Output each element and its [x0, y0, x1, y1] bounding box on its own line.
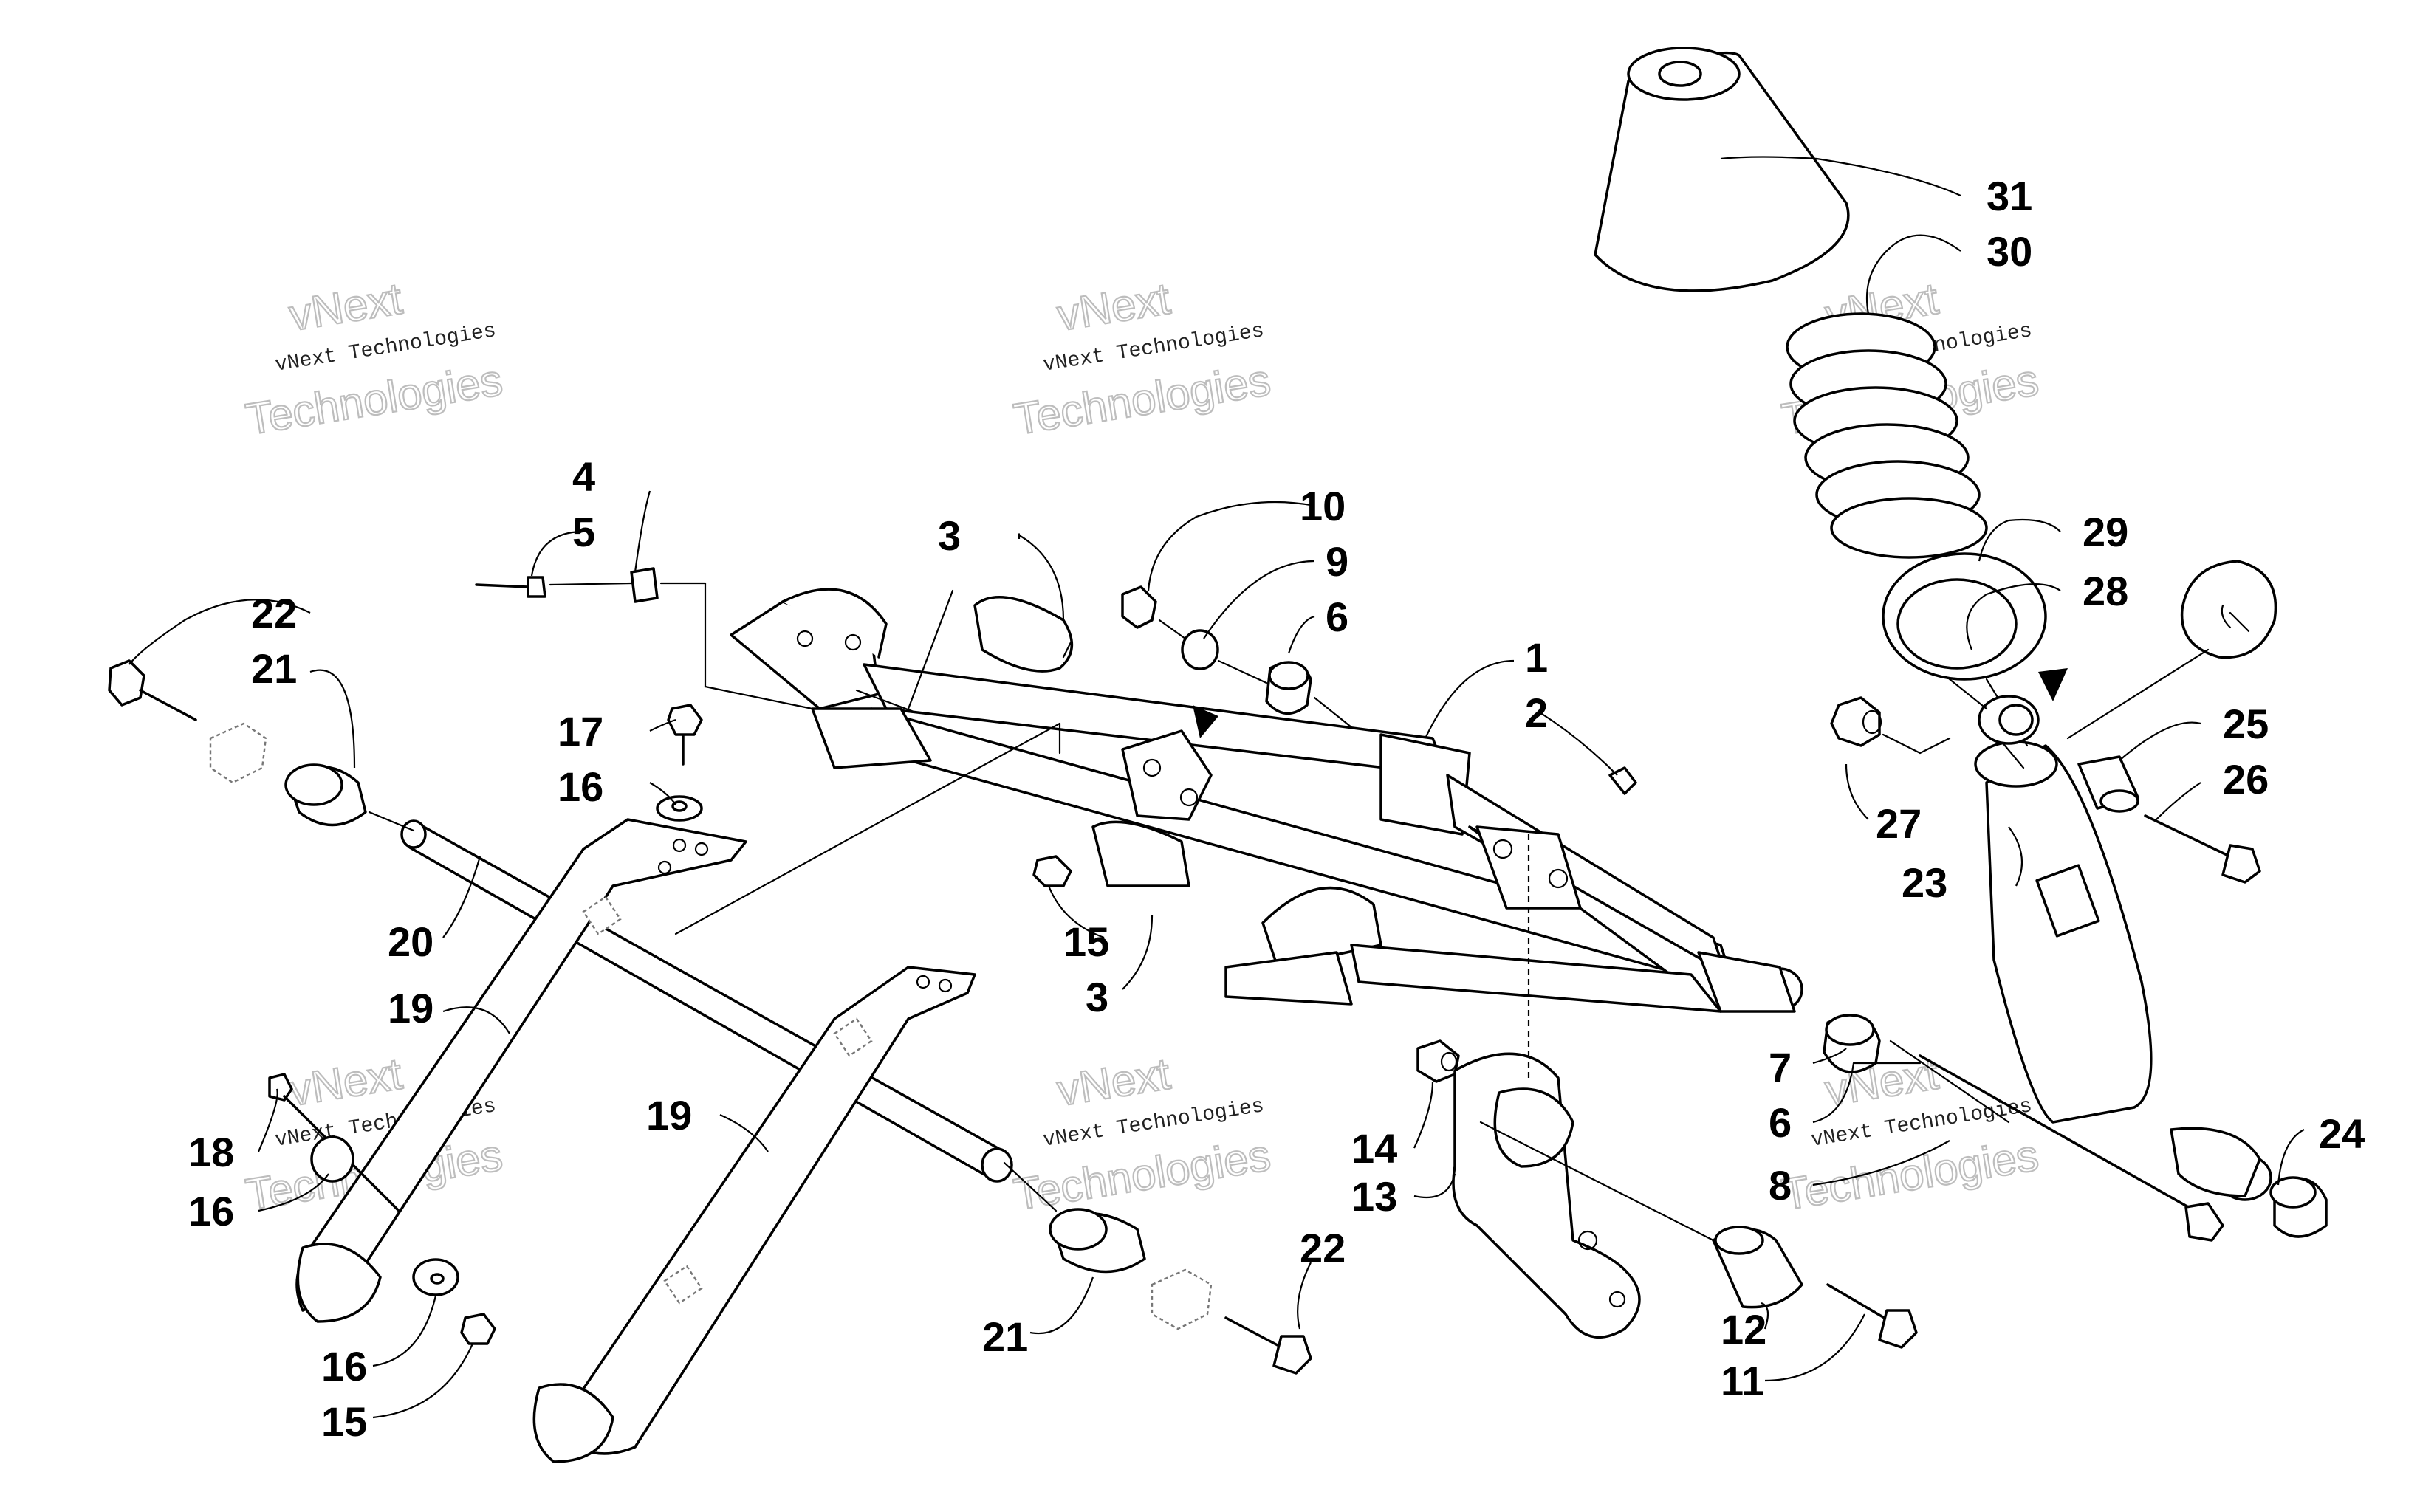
callout-3-lower: 3 — [1086, 974, 1108, 1020]
spacer-part-6-upper — [1265, 661, 1312, 715]
rivet-part-5 — [475, 576, 546, 598]
callout-17: 17 — [558, 708, 603, 755]
wear-pad-part-3-upper — [973, 596, 1074, 673]
callout-21-upper: 21 — [251, 645, 297, 692]
bushing-part-21-left — [284, 763, 367, 827]
callout-6-lower: 6 — [1769, 1099, 1792, 1146]
svg-text:vNext: vNext — [1054, 274, 1173, 340]
shock-absorber-part — [1974, 678, 2272, 1201]
strap-part-19-left — [295, 818, 747, 1323]
callout-16-lower-a: 16 — [188, 1188, 234, 1234]
callout-8: 8 — [1769, 1162, 1792, 1209]
flange-washer-part-left — [209, 722, 267, 784]
callout-12: 12 — [1721, 1306, 1766, 1353]
callout-29: 29 — [2083, 509, 2128, 555]
callout-19-left: 19 — [388, 985, 433, 1031]
nut-part-10 — [1121, 585, 1157, 629]
callout-18: 18 — [188, 1129, 234, 1175]
callout-14: 14 — [1351, 1125, 1397, 1172]
svg-text:vNext: vNext — [286, 274, 405, 340]
swing-arm-part — [730, 588, 1803, 1013]
callout-3-upper: 3 — [938, 512, 961, 559]
washer-part-9 — [1181, 629, 1219, 670]
callout-16-upper: 16 — [558, 763, 603, 810]
callout-labels: 31 30 29 28 25 26 27 23 24 1 2 3 4 5 10 … — [188, 173, 2365, 1445]
spring-retainer-part — [2180, 560, 2277, 659]
callout-23: 23 — [1902, 859, 1947, 906]
callout-30: 30 — [1987, 228, 2032, 275]
bushing-part-24 — [2269, 1176, 2328, 1238]
callout-9: 9 — [1326, 538, 1348, 585]
callout-10: 10 — [1300, 483, 1346, 529]
callout-16-lower-b: 16 — [321, 1343, 367, 1389]
callout-11: 11 — [1721, 1358, 1764, 1404]
bracket-part-4 — [630, 567, 659, 603]
spring-seat-part — [1882, 552, 2047, 681]
washer-part-16-lower-b — [412, 1258, 459, 1296]
callout-5: 5 — [572, 509, 595, 555]
callout-2: 2 — [1525, 690, 1548, 736]
bushing-part-21-right — [1049, 1208, 1146, 1274]
bracket-part-13 — [1452, 1052, 1641, 1339]
nut-part-14 — [1416, 1040, 1460, 1083]
coil-spring-part — [1786, 312, 1988, 559]
callout-26: 26 — [2223, 756, 2269, 803]
flange-washer-part-right — [1151, 1268, 1213, 1330]
callout-6-upper: 6 — [1326, 594, 1348, 640]
leader-lines — [128, 156, 2305, 1419]
spacer-part-25 — [2077, 755, 2139, 813]
svg-text:vNext: vNext — [1054, 1049, 1173, 1116]
assembly-lines — [368, 582, 2210, 1242]
callout-20: 20 — [388, 918, 433, 965]
nut-part-15-center — [1032, 855, 1072, 887]
callout-25: 25 — [2223, 701, 2269, 747]
wear-pad-part-3-lower — [1091, 820, 1190, 887]
nut-part-27 — [1830, 696, 1882, 747]
callout-31: 31 — [1987, 173, 2032, 219]
watermark-top-left: vNext vNext Technologies Technologies — [241, 272, 507, 444]
spacer-part-12 — [1712, 1226, 1803, 1309]
callout-7: 7 — [1769, 1044, 1792, 1090]
direction-arrow-left — [1193, 705, 1218, 738]
watermark-bottom-center: vNext vNext Technologies Technologies — [1010, 1048, 1275, 1220]
callout-15-lower: 15 — [321, 1398, 367, 1445]
bolt-part-17 — [667, 704, 703, 766]
bolt-part-22-left — [108, 659, 197, 721]
washer-part-16-upper — [656, 795, 703, 822]
callout-4: 4 — [572, 453, 595, 500]
callout-15-center: 15 — [1063, 918, 1109, 965]
callout-21-lower: 21 — [982, 1313, 1028, 1360]
bolt-part-26 — [2144, 814, 2261, 884]
strap-part-19-right — [532, 966, 976, 1463]
svg-text:vNext: vNext — [286, 1049, 405, 1116]
callout-27: 27 — [1876, 800, 1922, 847]
callout-13: 13 — [1351, 1173, 1397, 1220]
bolt-part-11 — [1826, 1283, 1918, 1349]
bolt-part-8 — [1919, 1054, 2224, 1242]
callout-24: 24 — [2319, 1110, 2365, 1157]
watermark-top-center: vNext vNext Technologies Technologies — [1010, 272, 1275, 444]
callout-19-right: 19 — [646, 1092, 692, 1138]
nut-part-15-lower — [460, 1313, 496, 1345]
bolt-part-22-right — [1224, 1316, 1312, 1375]
callout-22-lower: 22 — [1300, 1225, 1346, 1271]
callout-28: 28 — [2083, 568, 2128, 614]
callout-22-upper: 22 — [251, 590, 297, 636]
direction-arrow-right — [2038, 668, 2068, 701]
spring-cover-part — [1594, 47, 1850, 292]
callout-1: 1 — [1525, 634, 1548, 681]
washer-part-16-lower-a — [310, 1135, 354, 1183]
